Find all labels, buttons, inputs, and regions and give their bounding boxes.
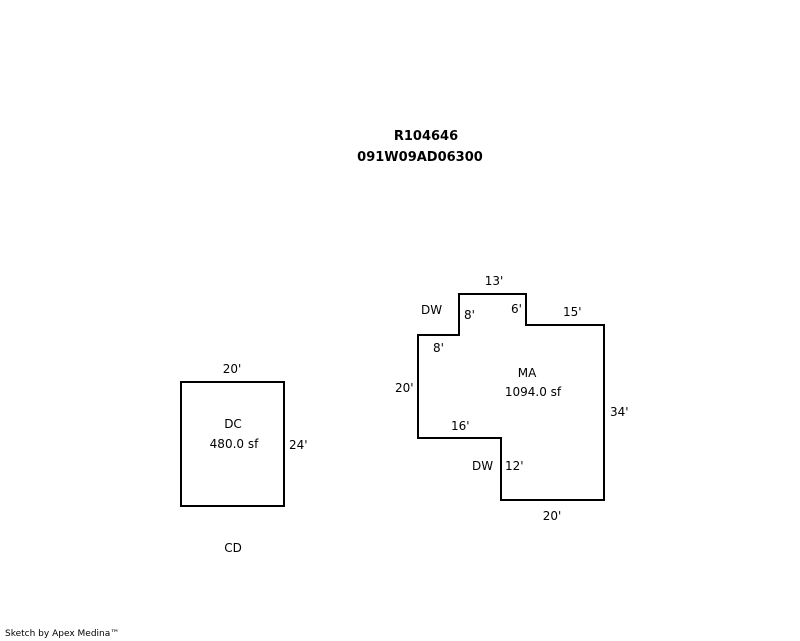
account-number: R104646 [393, 129, 459, 144]
ma-dim-right: 34' [610, 405, 629, 419]
cd-annotation: CD [224, 541, 242, 555]
footer-credit: Sketch by Apex Medina™ [5, 629, 120, 639]
ma-dim-bottom: 20' [542, 509, 562, 523]
ma-dim-left-step: 8' [433, 341, 444, 355]
ma-dim-left: 20' [395, 381, 414, 395]
ma-dim-upper-right-step: 6' [511, 302, 522, 316]
ma-dim-upper-left-step: 8' [464, 308, 475, 322]
dc-dim-top: 20' [222, 362, 242, 376]
ma-area: 1094.0 sf [504, 385, 562, 399]
dc-code: DC [224, 417, 242, 431]
dc-area: 480.0 sf [209, 437, 259, 451]
ma-dim-right-top: 15' [563, 305, 582, 319]
ma-dim-top: 13' [484, 274, 504, 288]
ma-annotation-dw-lower: DW [472, 459, 494, 473]
dc-outline [180, 381, 285, 507]
ma-dim-lower-step-vertical: 12' [505, 459, 524, 473]
parcel-number: 091W09AD06300 [357, 150, 483, 165]
ma-code: MA [517, 366, 537, 380]
ma-outline [417, 293, 605, 501]
dc-dim-right: 24' [289, 438, 308, 452]
ma-annotation-dw-upper: DW [421, 303, 443, 317]
ma-dim-lower-step-horizontal: 16' [451, 419, 470, 433]
